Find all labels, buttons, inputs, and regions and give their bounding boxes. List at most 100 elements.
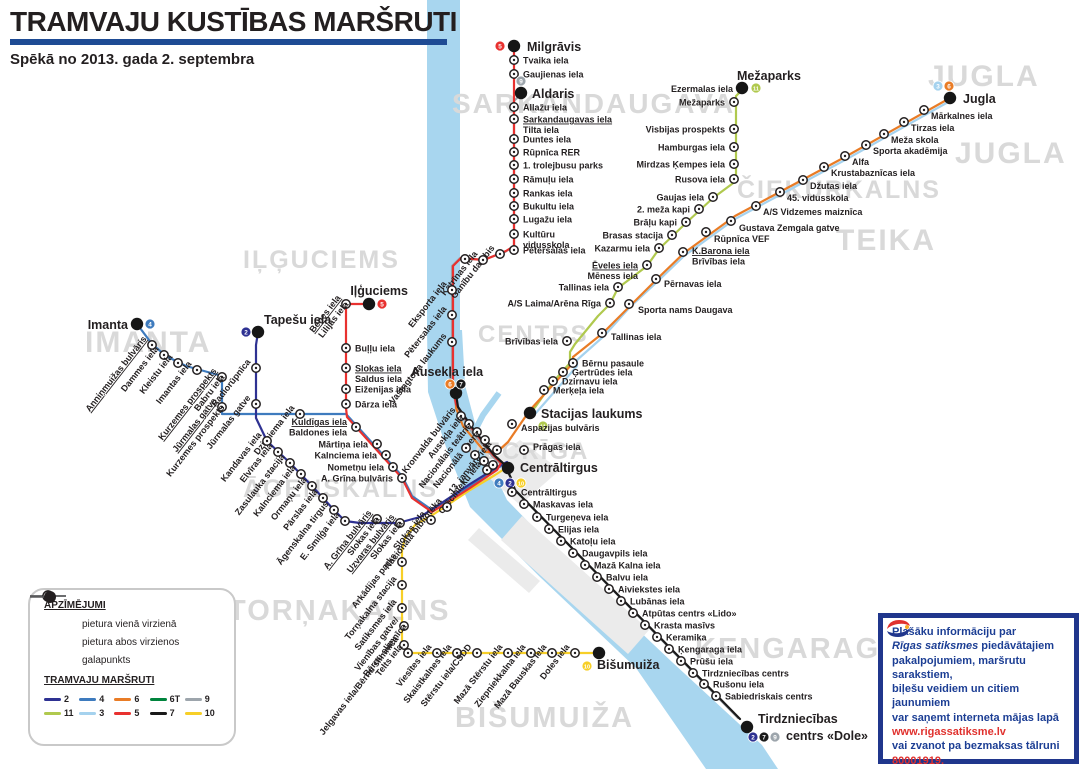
map-station: [470, 450, 480, 460]
info-line: vai zvanot pa bezmaksas tālruni: [892, 740, 1060, 753]
route-badge-number: 2: [508, 480, 512, 487]
map-station: Ģertrūdes iela: [558, 367, 634, 378]
route-badge-2: [240, 326, 252, 338]
station-label: Tirzas iela: [911, 123, 955, 133]
legend-route-6T: 6T: [149, 694, 185, 704]
station-label: Dzirnavu iela: [562, 377, 619, 387]
map-station: Aiviekstes iela: [604, 584, 681, 595]
map-station: Džutas iela: [798, 175, 858, 191]
station-label: Imanta: [88, 318, 129, 332]
station-label: Mārtiņa iela: [318, 440, 369, 450]
station-label: Allažu iela: [523, 103, 568, 113]
map-station: Turgeņeva iela: [532, 512, 609, 523]
station-label: Slokas iela: [355, 364, 403, 374]
district-label: IĻĢUCIEMS: [243, 246, 400, 274]
station-label: Rusova iela: [675, 175, 726, 185]
legend-title: APZĪMĒJUMI: [44, 600, 106, 611]
map-station: Gustava Zemgala gatve: [726, 216, 840, 233]
info-line: biļešu veidiem un citiem jaunumiem: [892, 683, 1020, 710]
map-station: Visbijas prospekts: [646, 124, 739, 135]
map-station: Brasas stacija: [602, 230, 677, 241]
station-label: Sporta nams Daugava: [638, 305, 734, 315]
district-label: SARKANDAUGAVA: [452, 88, 735, 119]
station-label: Ēveles iela: [592, 261, 639, 271]
station-label: Gaujas iela: [656, 193, 705, 203]
route-number: 2: [64, 694, 70, 704]
map-station: Tvaika iela: [509, 55, 570, 66]
station-label: Dārza iela: [355, 400, 398, 410]
page-title: TRAMVAJU KUSTĪBAS MARŠRUTI: [10, 6, 457, 37]
station-label: Milgrāvis: [527, 40, 581, 54]
legend-item-label: pietura vienā virzienā: [82, 619, 177, 630]
station-label: Krasta masīvs: [654, 621, 715, 631]
brand-name-em: Rīgas satiksmes: [892, 640, 979, 653]
station-label: Katoļu iela: [570, 537, 617, 547]
legend-item-terminal: galapunkts: [30, 591, 220, 666]
station-label: Sporta akadēmija: [873, 146, 949, 156]
station-label: Ausekļa iela: [411, 365, 484, 379]
website-link[interactable]: www.rigassatiksme.lv: [892, 726, 1006, 739]
route-badge-number: 10: [518, 481, 524, 487]
route-badge-4: [493, 477, 505, 489]
station-label: Gustava Zemgala gatve: [739, 223, 840, 233]
station-label: Brīvības iela: [692, 257, 746, 267]
map-station: Rusova iela: [675, 174, 739, 185]
map-station: Tirzas iela: [899, 117, 955, 133]
route-badge-number: 10: [584, 664, 590, 670]
route-badge-number: 2: [244, 329, 248, 336]
station-label: Centrāltirgus: [520, 461, 598, 475]
station-label: Tilta iela: [523, 125, 560, 135]
river-daugava: [427, 0, 460, 332]
map-station: Krustabaznīcas iela: [819, 162, 916, 178]
map-station: Eiženijas iela: [341, 384, 412, 395]
station-label: Bišumuiža: [597, 658, 661, 672]
district-label: TEIKA: [836, 224, 936, 257]
route-number: 7: [169, 708, 175, 718]
map-station: Kalnciema iela: [314, 450, 391, 461]
title-underline-bar: [10, 39, 447, 45]
route-color-swatch: [44, 711, 61, 715]
route-number: 11: [64, 708, 74, 718]
station-label: A/S Laima/Arēna Rīga: [507, 299, 602, 309]
legend-route-6: 6: [114, 694, 149, 704]
route-number: 6T: [169, 694, 181, 704]
rail-yard-shape: [468, 528, 540, 593]
legend-routes-title: TRAMVAJU MARŠRUTI: [44, 675, 155, 686]
station-label: Ķengaraga iela: [678, 645, 743, 655]
header: TRAMVAJU KUSTĪBAS MARŠRUTI Spēkā no 2013…: [10, 6, 470, 68]
station-label: Rušonu iela: [713, 680, 765, 690]
station-label: A/S Vidzemes maiznīca: [763, 207, 863, 217]
station-label: Eiženijas iela: [355, 385, 412, 395]
station-label: Mazā Kalna iela: [594, 561, 662, 571]
map-station: Bērnu pasaule: [568, 358, 644, 369]
map-station: Lugažu iela: [509, 214, 573, 225]
route-number: 4: [99, 694, 105, 704]
station-label: Atpūtas centrs «Lido»: [642, 609, 737, 619]
legend-route-9: 9: [184, 694, 220, 704]
legend-route-11: 11: [44, 708, 79, 718]
rail-yard-shape: [480, 440, 560, 505]
district-label: JUGLA: [955, 137, 1067, 170]
legend-route-10: 10: [184, 708, 220, 718]
station-label: Keramika: [666, 633, 708, 643]
route-color-swatch: [184, 711, 202, 715]
station-label: Tapešu iela: [264, 313, 332, 327]
map-station: Alfa: [840, 151, 870, 167]
map-station: Nometņu iela: [327, 462, 398, 473]
rail-yard-shape: [528, 547, 602, 612]
station-label: Iļģuciems: [350, 284, 408, 298]
route-number: 6: [134, 694, 140, 704]
station-label: Maskavas iela: [533, 500, 594, 510]
station-label: Sarkandaugavas iela: [523, 115, 613, 125]
route-badge-6: [444, 378, 456, 390]
route-color-swatch: [149, 711, 167, 715]
route-badge-11: [537, 420, 549, 432]
map-station: Buļļu iela: [341, 343, 396, 354]
legend-route-7: 7: [149, 708, 185, 718]
map-station: Merķeļa iela: [539, 385, 605, 396]
legend-item-label: pietura abos virzienos: [82, 637, 180, 648]
